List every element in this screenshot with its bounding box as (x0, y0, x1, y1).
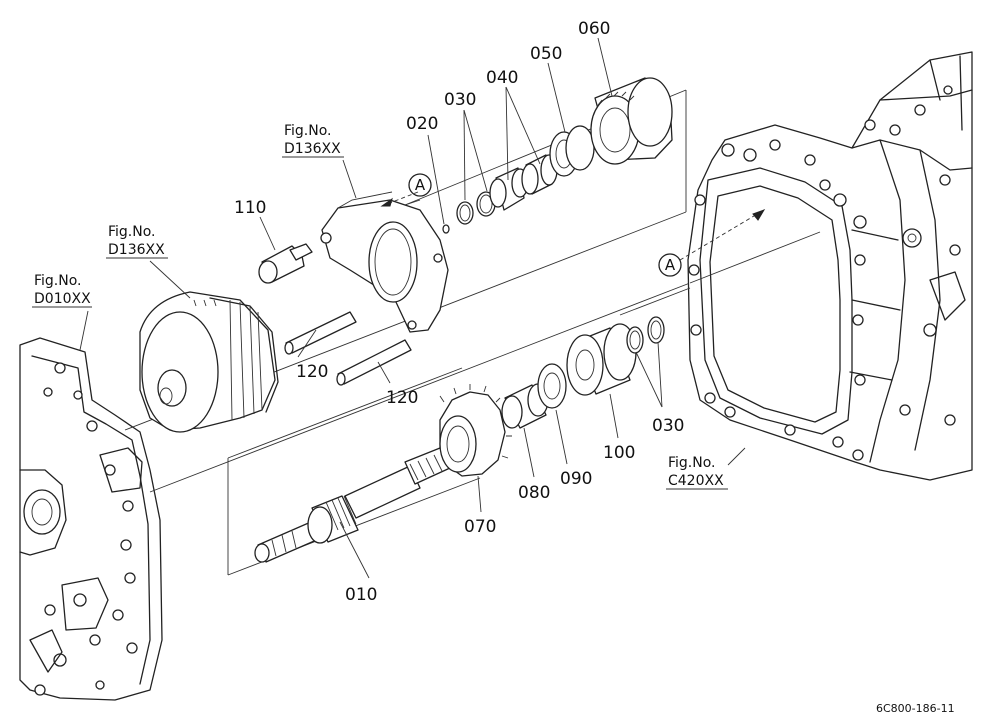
part-label-070: 070 (464, 517, 496, 537)
part-label-120-a: 120 (296, 362, 328, 382)
bolt-110 (258, 243, 313, 284)
part-label-120-b: 120 (386, 388, 418, 408)
drawing-code: 6C800-186-11 (876, 702, 955, 715)
guide-line-case (689, 231, 821, 284)
fig-ref-d136-top-line1: Fig.No. (284, 123, 332, 139)
part-label-010: 010 (345, 585, 377, 605)
plate-housing (320, 191, 449, 333)
fig-ref-d010-line1: Fig.No. (34, 273, 82, 289)
leader-lines (79, 37, 746, 579)
part-label-110: 110 (234, 198, 266, 218)
main-shaft-010 (254, 447, 451, 563)
ref-mark-a-top: A (415, 176, 426, 194)
part-label-030-right: 030 (652, 416, 684, 436)
fig-ref-c420-line1: Fig.No. (668, 455, 716, 471)
reference-mark-labels: A A (415, 176, 676, 274)
part-number-labels: 010 020 030 030 040 050 060 070 080 090 … (234, 19, 684, 605)
lower-shaft-components (501, 316, 665, 429)
part-label-020: 020 (406, 114, 438, 134)
reference-arrow-top (380, 173, 432, 207)
right-transmission-case (687, 51, 973, 481)
part-label-090: 090 (560, 469, 592, 489)
ref-mark-a-right: A (665, 256, 676, 274)
upper-shaft-components (442, 77, 673, 234)
figure-references: Fig.No. D010XX Fig.No. D136XX Fig.No. D1… (32, 123, 728, 490)
left-transmission-housing (19, 337, 163, 701)
fig-ref-d136-top-line2: D136XX (284, 141, 341, 157)
part-label-050: 050 (530, 44, 562, 64)
part-label-060: 060 (578, 19, 610, 39)
fig-ref-c420-line2: C420XX (668, 473, 724, 489)
part-label-040: 040 (486, 68, 518, 88)
reference-arrow-right (658, 209, 766, 277)
clutch-pack (139, 291, 279, 433)
guide-line-lower (149, 282, 691, 493)
fig-ref-d010-line2: D010XX (34, 291, 91, 307)
pins-120 (284, 311, 412, 386)
part-label-080: 080 (518, 483, 550, 503)
part-label-100: 100 (603, 443, 635, 463)
gear-070 (439, 384, 512, 477)
fig-ref-d136-left-line1: Fig.No. (108, 224, 156, 240)
part-label-030-top: 030 (444, 90, 476, 110)
fig-ref-d136-left-line2: D136XX (108, 242, 165, 258)
